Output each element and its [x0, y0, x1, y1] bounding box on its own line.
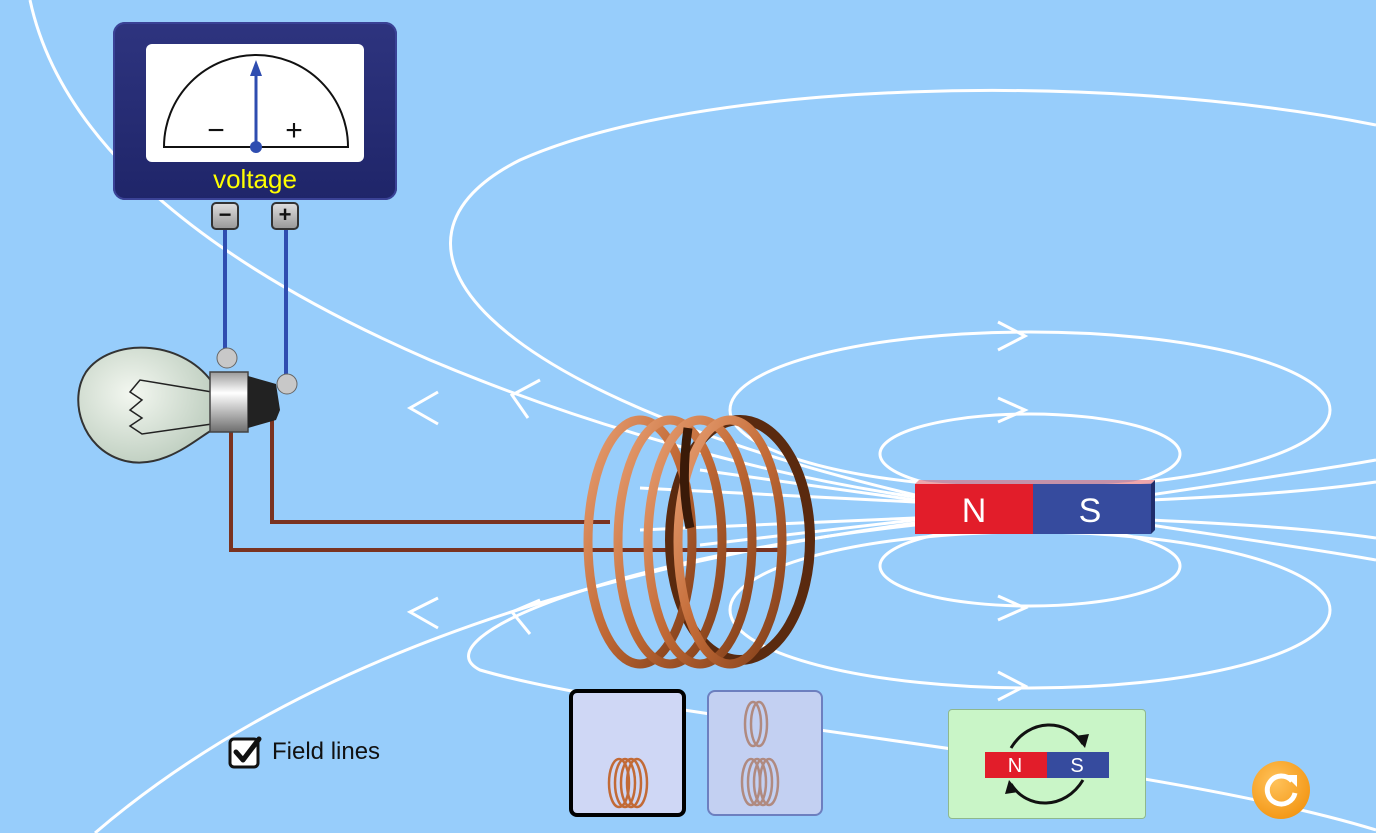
meter-minus-sign: −	[207, 114, 225, 147]
reset-icon	[1264, 773, 1298, 807]
plus-terminal: +	[271, 202, 299, 230]
meter-plus-sign: +	[285, 114, 303, 147]
magnet-north-label: N	[962, 492, 987, 530]
single-coil-button[interactable]	[569, 689, 686, 817]
flip-south-label: S	[1070, 755, 1083, 777]
checkmark-icon	[233, 736, 262, 763]
field-direction-arrows	[406, 320, 1029, 702]
meter-face: − +	[146, 44, 364, 162]
magnet-south-label: S	[1079, 492, 1102, 530]
double-coil-button[interactable]	[707, 690, 823, 816]
voltmeter-label: voltage	[213, 164, 297, 194]
voltmeter: − + voltage	[113, 22, 397, 200]
bar-magnet[interactable]: N S	[915, 480, 1155, 534]
flip-magnet-button[interactable]: N S	[948, 709, 1146, 819]
minus-terminal: −	[211, 202, 239, 230]
wire-coil	[583, 415, 815, 669]
flip-north-label: N	[1008, 755, 1022, 777]
reset-button[interactable]	[1252, 761, 1310, 819]
double-coil-icon	[740, 700, 780, 807]
field-lines-checkbox[interactable]	[228, 735, 262, 769]
flip-magnet-icon: N S	[985, 723, 1109, 805]
meter-dial: − +	[162, 54, 350, 153]
single-coil-icon	[607, 757, 649, 809]
light-bulb	[77, 346, 298, 464]
field-lines-toggle[interactable]: Field lines	[228, 735, 380, 769]
field-lines-label: Field lines	[272, 738, 381, 765]
brown-wires	[229, 400, 780, 552]
blue-wires	[223, 228, 288, 378]
